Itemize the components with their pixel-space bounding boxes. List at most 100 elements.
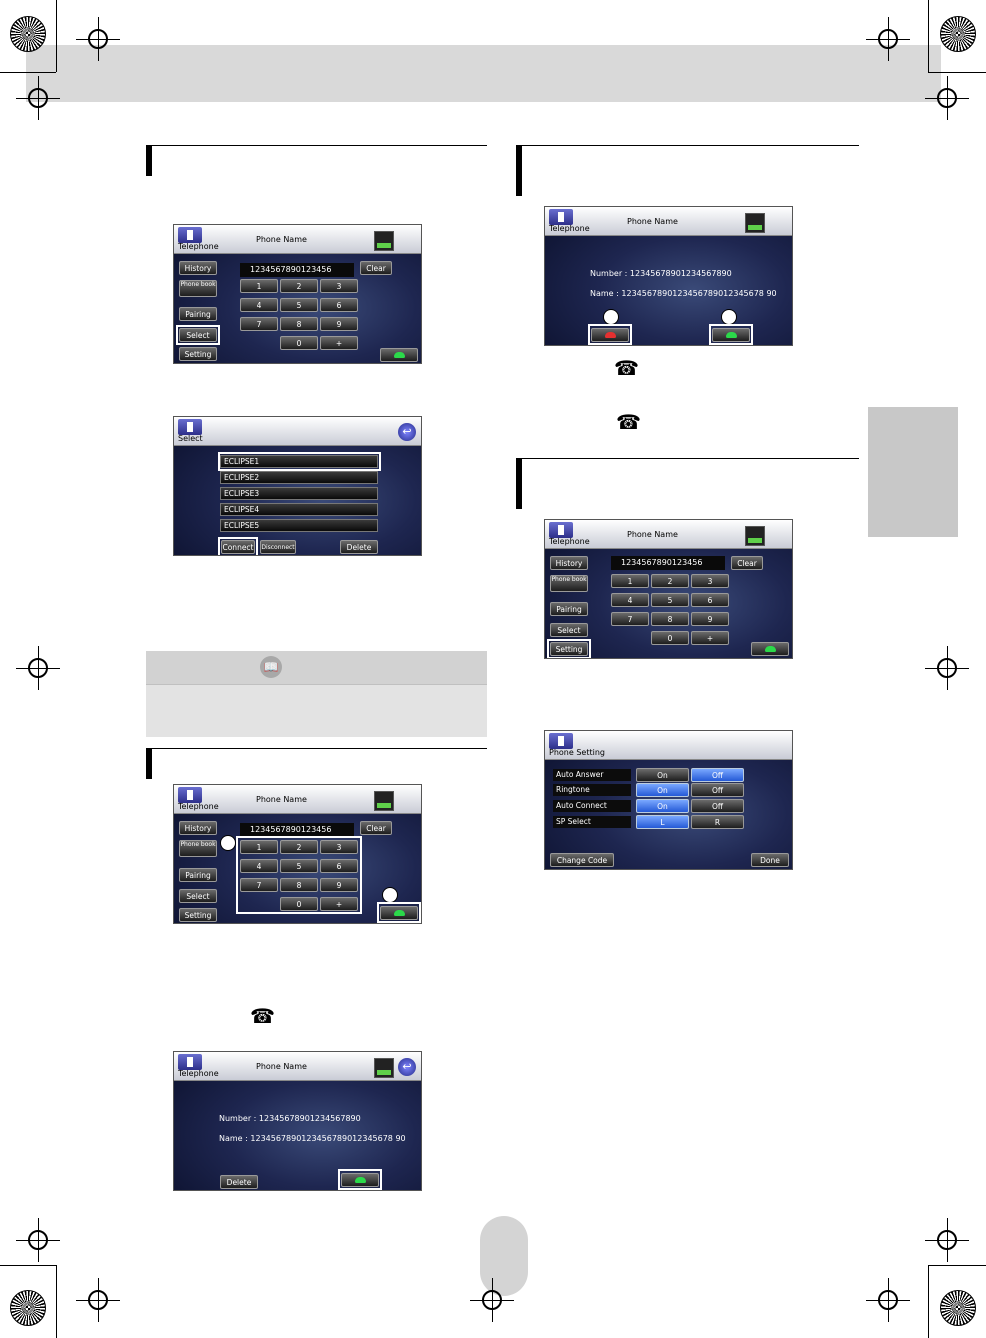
key-8[interactable]: 8 — [280, 878, 318, 892]
history-button[interactable]: History — [179, 821, 217, 835]
select-button[interactable]: Select — [179, 328, 217, 342]
key-3[interactable]: 3 — [691, 574, 729, 588]
key-5[interactable]: 5 — [280, 859, 318, 873]
key-plus[interactable]: + — [320, 336, 358, 350]
device-row[interactable]: ECLIPSE2 — [220, 471, 378, 484]
clear-button[interactable]: Clear — [360, 821, 392, 835]
call-button[interactable] — [751, 642, 789, 656]
key-6[interactable]: 6 — [691, 593, 729, 607]
battery-icon — [745, 526, 765, 546]
back-icon[interactable]: ↩ — [398, 1058, 416, 1076]
device-row[interactable]: ECLIPSE3 — [220, 487, 378, 500]
key-8[interactable]: 8 — [280, 317, 318, 331]
key-0[interactable]: 0 — [651, 631, 689, 645]
key-4[interactable]: 4 — [240, 859, 278, 873]
key-7[interactable]: 7 — [240, 317, 278, 331]
device-row[interactable]: ECLIPSE4 — [220, 503, 378, 516]
reject-highlight-frame — [588, 324, 632, 345]
sp-select-r-button[interactable]: R — [691, 815, 744, 829]
registration-crosshair — [76, 17, 120, 61]
call-button[interactable] — [380, 906, 418, 920]
key-plus[interactable]: + — [691, 631, 729, 645]
key-0[interactable]: 0 — [280, 897, 318, 911]
telephone-screen-dial: Telephone Phone Name History Phone book … — [173, 784, 422, 924]
key-6[interactable]: 6 — [320, 298, 358, 312]
screen-title: Phone Setting — [549, 748, 605, 757]
auto-answer-off-button[interactable]: Off — [691, 768, 744, 782]
device-row[interactable]: ECLIPSE1 — [220, 455, 378, 468]
history-button[interactable]: History — [179, 261, 217, 275]
select-button[interactable]: Select — [550, 623, 588, 637]
signal-battery-icon — [374, 1058, 394, 1078]
auto-answer-on-button[interactable]: On — [636, 768, 689, 782]
screen-header: Telephone Phone Name — [174, 225, 421, 254]
sp-select-l-button[interactable]: L — [636, 815, 689, 829]
done-button[interactable]: Done — [751, 853, 789, 867]
device-row[interactable]: ECLIPSE5 — [220, 519, 378, 532]
telephone-app-icon — [178, 787, 202, 803]
clear-button[interactable]: Clear — [731, 556, 763, 570]
reject-call-button[interactable] — [591, 328, 629, 342]
key-4[interactable]: 4 — [240, 298, 278, 312]
ringtone-off-button[interactable]: Off — [691, 783, 744, 797]
color-registration-mark — [940, 16, 976, 52]
screen-title: Select — [178, 434, 203, 443]
registration-crosshair — [16, 76, 60, 120]
key-9[interactable]: 9 — [691, 612, 729, 626]
phonebook-button[interactable]: Phone book — [550, 575, 588, 592]
pairing-button[interactable]: Pairing — [179, 868, 217, 882]
key-9[interactable]: 9 — [320, 317, 358, 331]
key-1[interactable]: 1 — [240, 840, 278, 854]
key-3[interactable]: 3 — [320, 279, 358, 293]
pairing-button[interactable]: Pairing — [550, 602, 588, 616]
change-code-button[interactable]: Change Code — [550, 853, 614, 867]
key-3[interactable]: 3 — [320, 840, 358, 854]
key-5[interactable]: 5 — [651, 593, 689, 607]
phonebook-button[interactable]: Phone book — [179, 840, 217, 857]
history-button[interactable]: History — [550, 556, 588, 570]
key-9[interactable]: 9 — [320, 878, 358, 892]
phonebook-button[interactable]: Phone book — [179, 280, 217, 297]
key-0[interactable]: 0 — [280, 336, 318, 350]
auto-connect-on-button[interactable]: On — [636, 799, 689, 813]
key-plus[interactable]: + — [320, 897, 358, 911]
phone-name-label: Phone Name — [256, 795, 307, 804]
clear-button[interactable]: Clear — [360, 261, 392, 275]
telephone-app-icon — [178, 1054, 202, 1070]
phone-setting-screen: Phone Setting Auto Answer On Off Rington… — [544, 730, 793, 870]
connect-button[interactable]: Connect — [221, 540, 255, 554]
answer-call-button[interactable] — [712, 328, 750, 342]
screen-header: Phone Setting — [545, 731, 792, 760]
back-icon[interactable]: ↩ — [398, 423, 416, 441]
key-8[interactable]: 8 — [651, 612, 689, 626]
dial-display: 1234567890123456 — [611, 556, 725, 570]
select-button[interactable]: Select — [179, 889, 217, 903]
setting-button[interactable]: Setting — [550, 642, 588, 656]
key-7[interactable]: 7 — [611, 612, 649, 626]
pairing-button[interactable]: Pairing — [179, 307, 217, 321]
key-4[interactable]: 4 — [611, 593, 649, 607]
key-1[interactable]: 1 — [611, 574, 649, 588]
name-line: Name : 1234567890123456789012345678 90 — [590, 289, 777, 298]
key-2[interactable]: 2 — [280, 279, 318, 293]
key-1[interactable]: 1 — [240, 279, 278, 293]
auto-connect-off-button[interactable]: Off — [691, 799, 744, 813]
call-button[interactable] — [341, 1173, 379, 1187]
crop-line — [928, 0, 929, 72]
setting-button[interactable]: Setting — [179, 908, 217, 922]
setting-button[interactable]: Setting — [179, 347, 217, 361]
incoming-call-screen: Telephone Phone Name Number : 1234567890… — [544, 206, 793, 346]
crop-line — [0, 72, 56, 73]
call-button[interactable] — [380, 348, 418, 362]
key-2[interactable]: 2 — [651, 574, 689, 588]
disconnect-button[interactable]: Disconnect — [260, 540, 296, 554]
call-highlight-frame — [338, 1169, 382, 1190]
delete-button[interactable]: Delete — [340, 540, 378, 554]
battery-icon — [374, 791, 394, 811]
key-7[interactable]: 7 — [240, 878, 278, 892]
ringtone-on-button[interactable]: On — [636, 783, 689, 797]
key-2[interactable]: 2 — [280, 840, 318, 854]
key-6[interactable]: 6 — [320, 859, 358, 873]
delete-button[interactable]: Delete — [220, 1175, 258, 1189]
key-5[interactable]: 5 — [280, 298, 318, 312]
